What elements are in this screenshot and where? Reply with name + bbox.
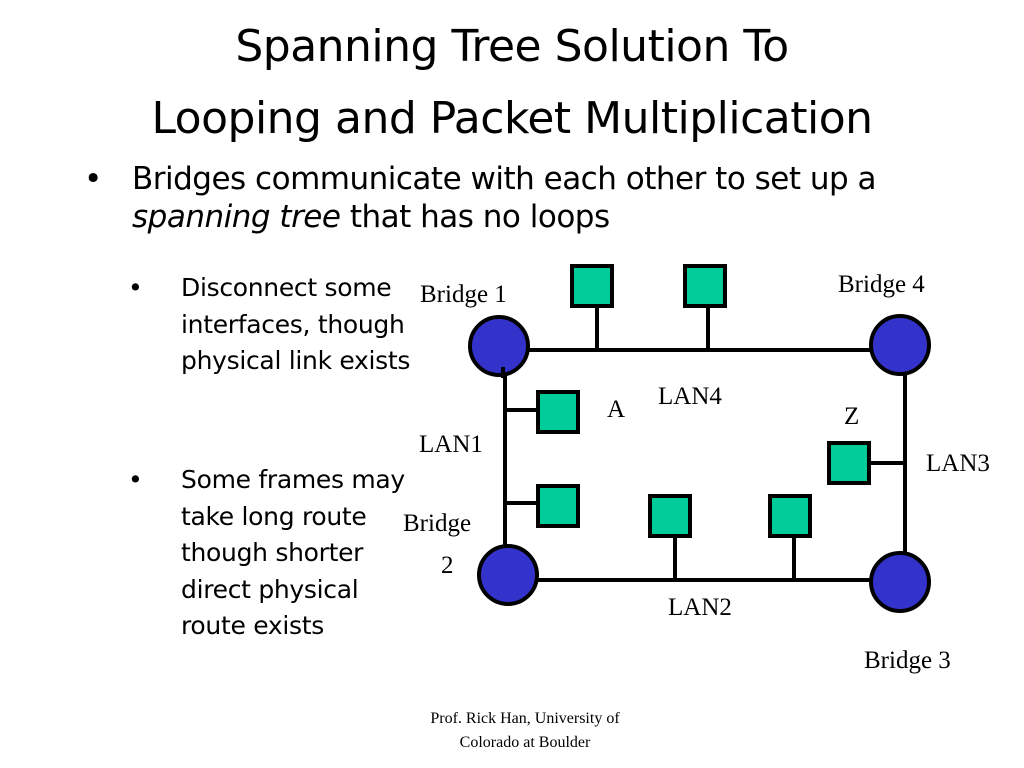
slide-title-line-1: Spanning Tree Solution To [235, 21, 789, 72]
host-a-station [536, 390, 580, 434]
lan1-label: LAN1 [419, 431, 483, 458]
hosts [536, 264, 871, 538]
host-lan4-2-station [683, 264, 727, 308]
host-lan4-1-station [570, 264, 614, 308]
bullet-dot: • [128, 465, 143, 494]
footer-line-1: Prof. Rick Han, University of [430, 710, 620, 727]
host-lan2-1-station [648, 494, 692, 538]
bridges [468, 314, 931, 613]
host-z-station [827, 441, 871, 485]
bridge-3-node [869, 551, 931, 613]
footer-credit: Prof. Rick Han, University of Colorado a… [360, 707, 690, 755]
host-a-label: A [607, 396, 626, 423]
sub-bullet-text: Some frames may take long route though s… [181, 465, 405, 640]
slide-title-line-2: Looping and Packet Multiplication [151, 93, 873, 144]
main-bullet-text-end: that has no loops [340, 199, 610, 235]
bridge-2-label-line-1: Bridge [403, 510, 472, 537]
sub-bullet-text: Disconnect some interfaces, though physi… [181, 273, 411, 375]
lan4-label: LAN4 [658, 383, 722, 410]
footer-line-2: Colorado at Boulder [459, 734, 591, 751]
bridge-2-node [477, 544, 539, 606]
bullet-dot: • [84, 161, 102, 197]
bullet-dot: • [128, 273, 143, 302]
bridge-1-node [468, 315, 530, 377]
host-z-label: Z [844, 403, 860, 430]
lan2-label: LAN2 [668, 594, 732, 621]
bridge-4-label: Bridge 4 [838, 271, 925, 298]
host-lan1-2-station [536, 484, 580, 528]
lan-segments [503, 306, 907, 582]
bridge-1-label: Bridge 1 [420, 281, 507, 308]
main-bullet-text-start: Bridges communicate with each other to s… [132, 161, 877, 197]
main-bullet-text: Bridges communicate with each other to s… [132, 160, 992, 236]
main-bullet-italic-term: spanning tree [132, 199, 341, 235]
bridge-2-label-line-2: 2 [441, 552, 454, 579]
host-lan2-2-station [768, 494, 812, 538]
bridge-3-label: Bridge 3 [864, 647, 951, 674]
bridge-4-node [869, 314, 931, 376]
lan3-label: LAN3 [926, 450, 990, 477]
